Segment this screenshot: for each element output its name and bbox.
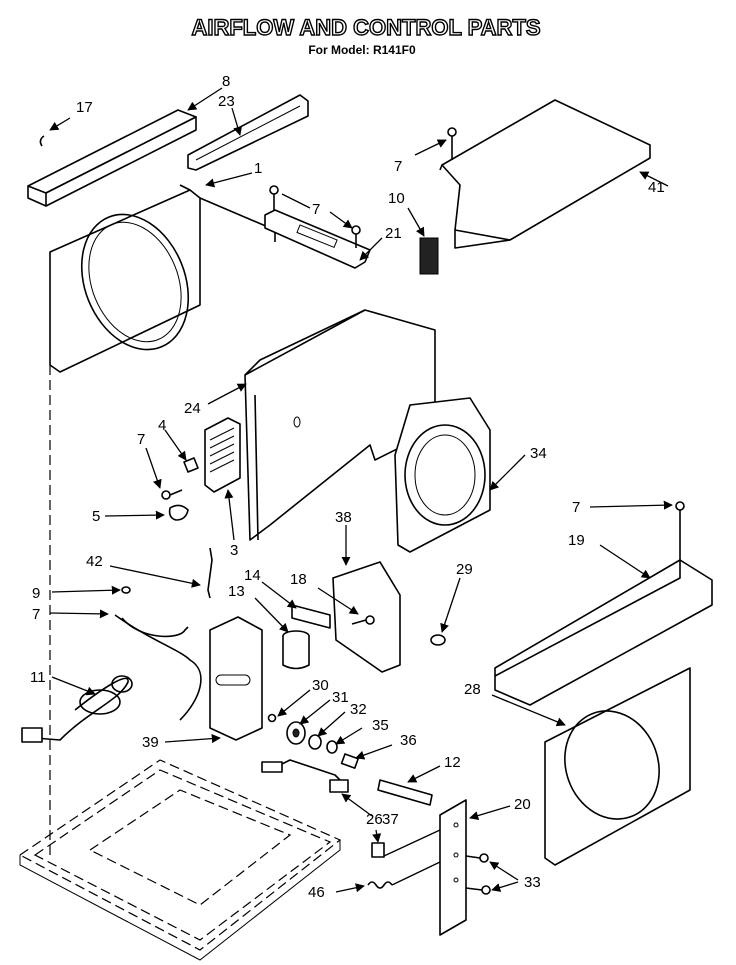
callout-4: 4 (158, 417, 166, 434)
callout-7a: 7 (312, 201, 320, 218)
callout-26: 26 (366, 811, 383, 828)
callout-labels: 17 8 23 1 7 7 10 21 41 7 24 4 7 34 5 3 3… (30, 73, 665, 901)
callout-7e: 7 (572, 499, 580, 516)
callout-31: 31 (332, 689, 349, 706)
part-24-housing (244, 309, 436, 541)
callout-39: 39 (142, 734, 159, 751)
part-20-plate (439, 799, 467, 936)
callout-34: 34 (530, 445, 547, 462)
part-28-side-panel (544, 667, 691, 866)
screw-7a (269, 185, 279, 210)
part-33-screws (465, 853, 491, 895)
part-5-clamp (168, 504, 189, 521)
callout-41: 41 (648, 179, 665, 196)
part-4-knob (183, 457, 199, 473)
callout-30: 30 (312, 677, 329, 694)
callout-24: 24 (184, 400, 201, 417)
callout-28: 28 (464, 681, 481, 698)
callout-36: 36 (400, 732, 417, 749)
part-30-screw (267, 713, 277, 723)
callout-17: 17 (76, 99, 93, 116)
part-3-control-panel (204, 417, 241, 493)
callout-12: 12 (444, 754, 461, 771)
part-46-spring (367, 881, 393, 889)
callout-29: 29 (456, 561, 473, 578)
page-title: AIRFLOW AND CONTROL PARTS (191, 15, 540, 40)
part-26-switch (371, 842, 385, 858)
part-23-bracket (187, 94, 309, 171)
callout-5: 5 (92, 508, 100, 525)
part-19-top-rail (494, 501, 713, 706)
callout-3: 3 (230, 542, 238, 559)
callout-38: 38 (335, 509, 352, 526)
callout-7b: 7 (394, 158, 402, 175)
callout-7f: 7 (32, 606, 40, 623)
leader-lines (49, 87, 673, 893)
screw-7c (161, 489, 183, 500)
part-17-clip (39, 135, 45, 147)
callout-19: 19 (568, 532, 585, 549)
base-pan (18, 365, 342, 961)
callout-9: 9 (32, 585, 40, 602)
part-13-capacitor (282, 630, 310, 670)
part-14-strap (291, 604, 331, 629)
part-9-terminal (121, 586, 131, 594)
callout-33: 33 (524, 874, 541, 891)
callout-35: 35 (372, 717, 389, 734)
callout-1: 1 (254, 160, 262, 177)
part-39-bracket (209, 616, 263, 741)
callout-14: 14 (244, 567, 261, 584)
part-35-washer (326, 740, 338, 754)
callout-23: 23 (218, 93, 235, 110)
part-34-blower-scroll (394, 397, 491, 553)
screw-7b (351, 225, 361, 248)
callout-20: 20 (514, 796, 531, 813)
callout-18: 18 (290, 571, 307, 588)
part-41-top-cover (439, 99, 651, 249)
part-37-harness (261, 759, 349, 793)
callout-8: 8 (222, 73, 230, 90)
part-1-fan-shroud (49, 184, 276, 373)
part-21-bracket (264, 209, 371, 269)
part-36-bearing (340, 753, 359, 769)
part-11-power-cord (21, 614, 202, 743)
part-32-ring (308, 734, 322, 750)
part-12-rod (377, 779, 433, 806)
part-31-blade (286, 721, 306, 745)
callout-42: 42 (86, 553, 103, 570)
callout-21: 21 (385, 225, 402, 242)
callout-32: 32 (350, 701, 367, 718)
callout-37: 37 (382, 811, 399, 828)
part-10-pad (419, 237, 439, 275)
callout-13: 13 (228, 583, 245, 600)
model-subtitle: For Model: R141F0 (308, 43, 416, 57)
callout-46: 46 (308, 884, 325, 901)
callout-7d: 7 (137, 431, 145, 448)
callout-11: 11 (30, 669, 46, 686)
part-29-grommet (430, 634, 446, 646)
screw-18 (351, 615, 375, 625)
part-42-wire (207, 547, 213, 599)
part-8-top-bar (27, 109, 197, 207)
callout-10: 10 (388, 190, 405, 207)
